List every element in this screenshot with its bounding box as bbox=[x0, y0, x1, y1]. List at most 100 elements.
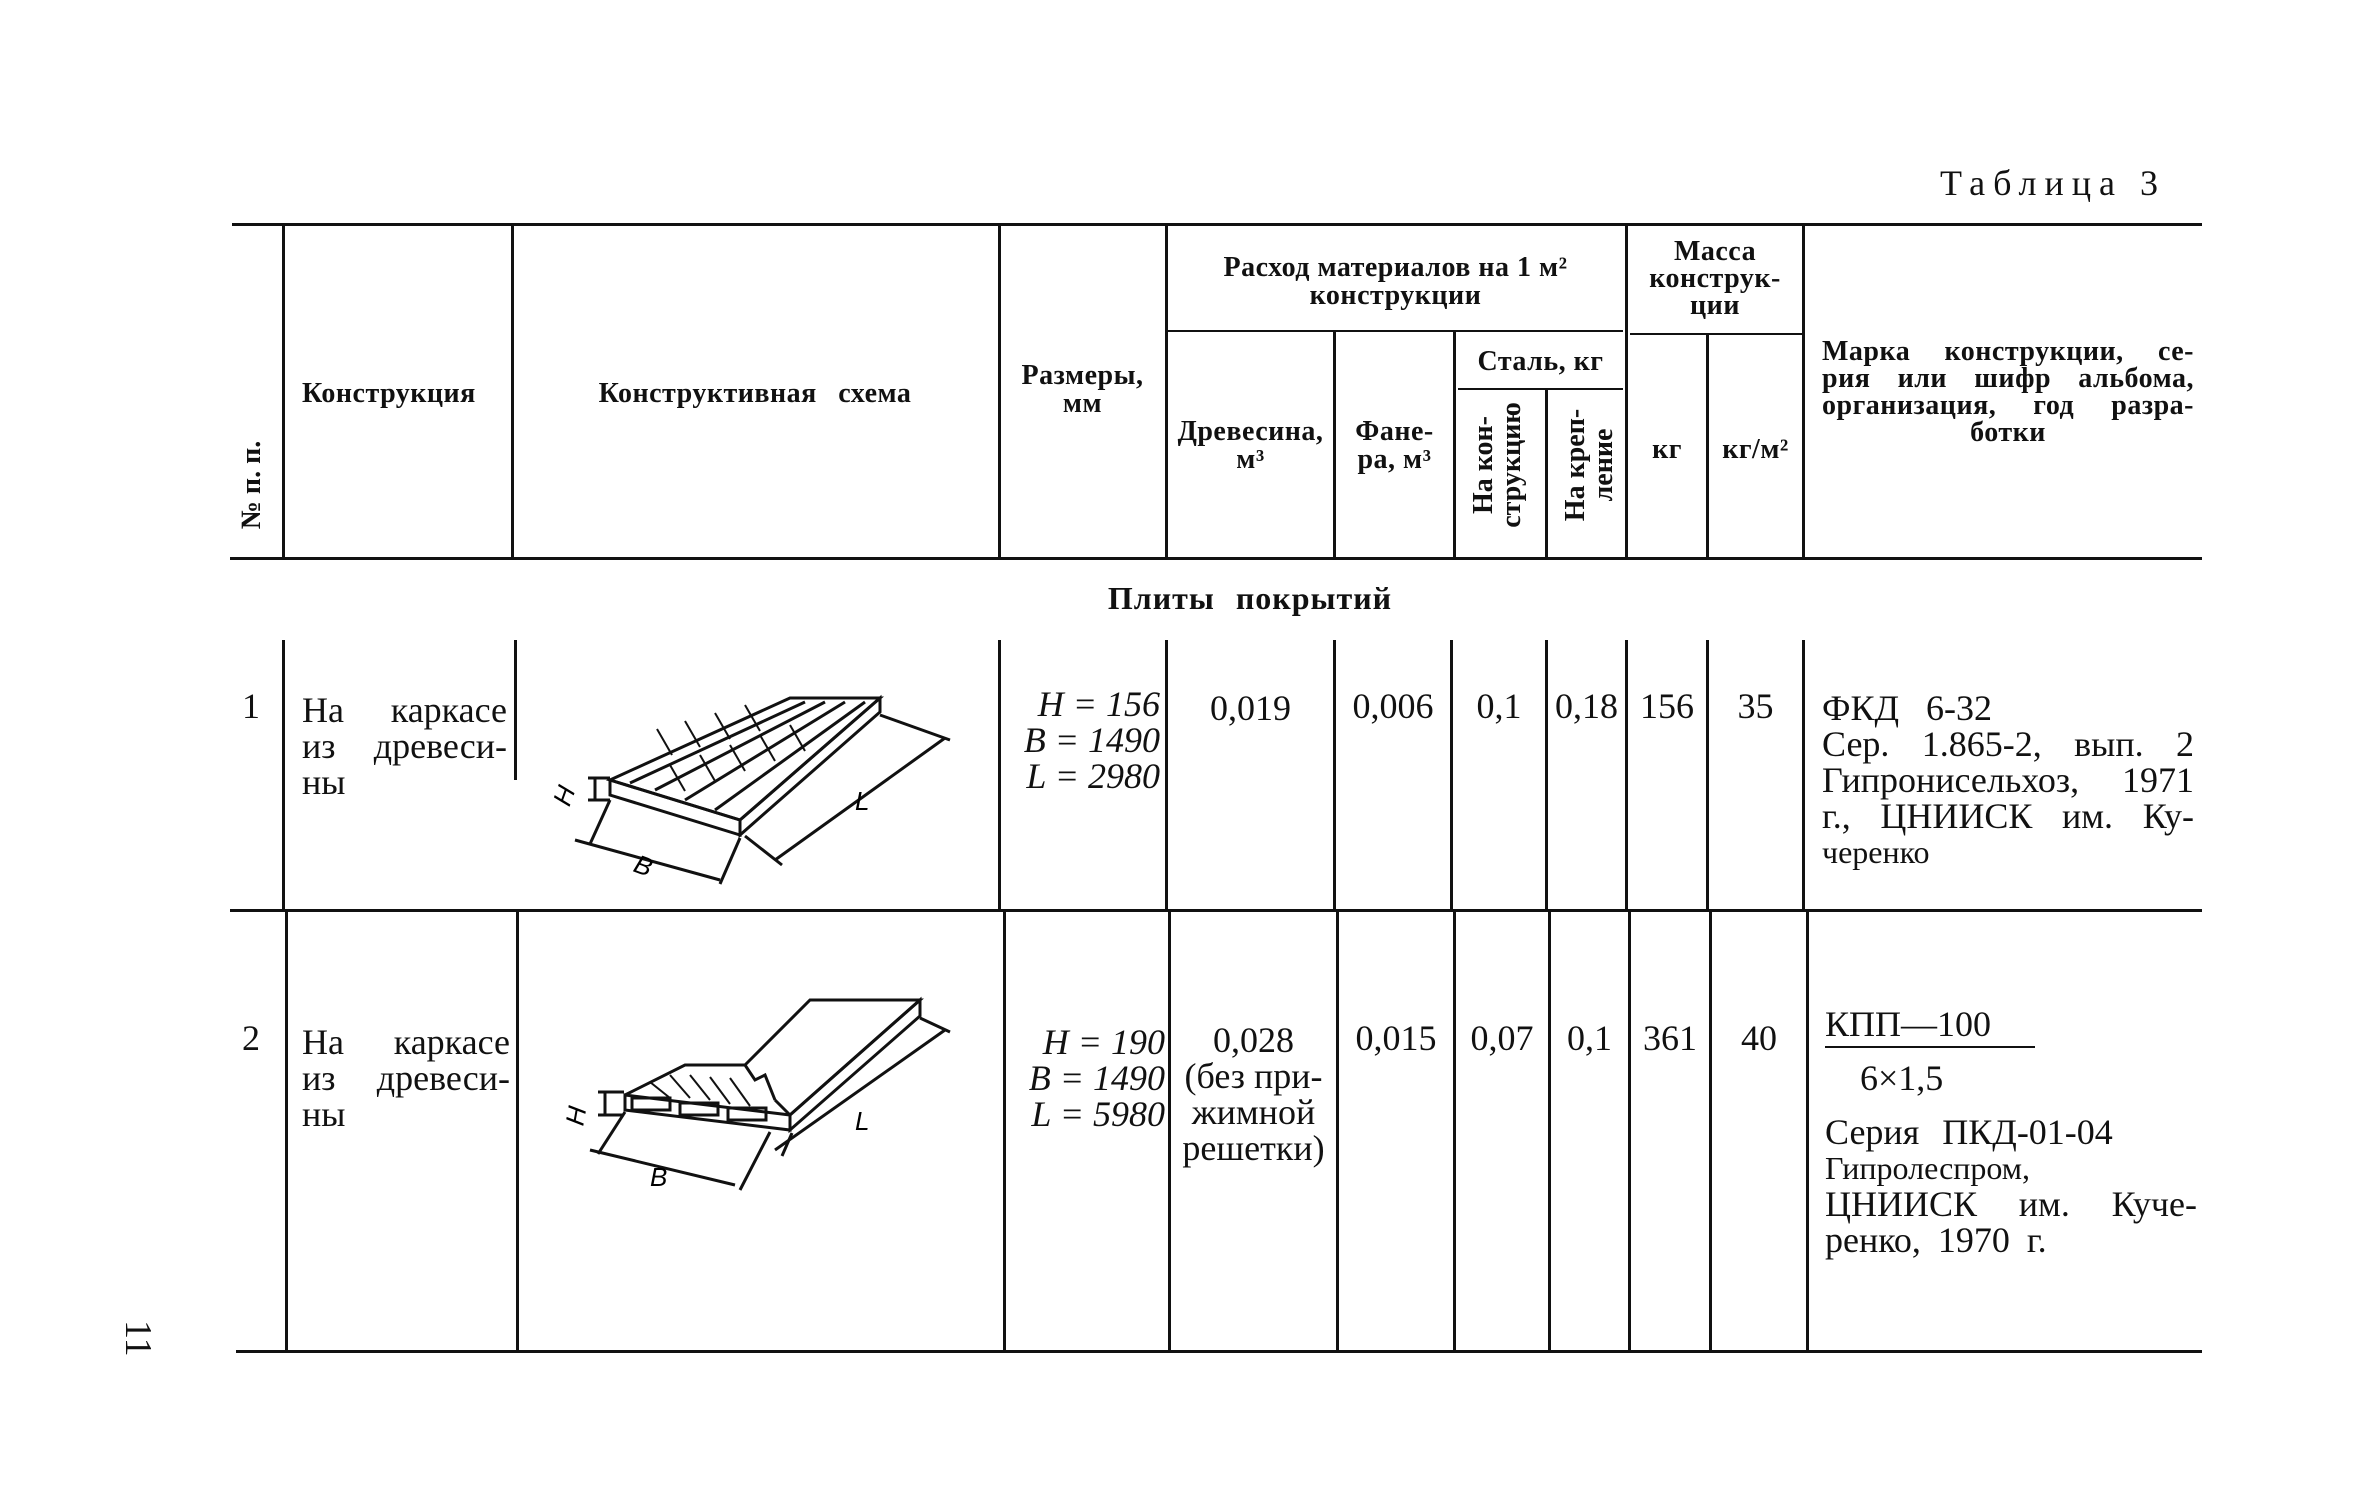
header-mass-2: конструк- bbox=[1649, 263, 1781, 294]
header-num: № п. п. bbox=[236, 440, 267, 530]
col-divider bbox=[1802, 226, 1805, 557]
row1-brand-1: ФКД 6-32 bbox=[1822, 688, 1992, 728]
row2-col-divider bbox=[1003, 912, 1006, 1350]
header-scheme: Конструктивная схема bbox=[598, 378, 912, 409]
table-bottom-rule bbox=[236, 1350, 2202, 1353]
row1-dim-l: L = 2980 bbox=[1026, 756, 1160, 796]
row1-brand-3: Гипронисельхоз, 1971 bbox=[1822, 760, 2194, 800]
row2-brand-4: ренко, 1970 г. bbox=[1825, 1220, 2047, 1260]
header-dimensions-2: мм bbox=[1062, 388, 1103, 419]
row2-col-divider bbox=[1168, 912, 1171, 1350]
row2-col-divider bbox=[516, 912, 519, 1350]
row2-wood-note-3: решетки) bbox=[1182, 1128, 1325, 1168]
col-divider bbox=[1625, 226, 1628, 557]
col-divider bbox=[1706, 335, 1709, 557]
row2-col-divider bbox=[1628, 912, 1631, 1350]
row2-scheme-label-h: H bbox=[559, 1104, 592, 1128]
header-mass-3: ции bbox=[1690, 290, 1740, 321]
col-divider bbox=[1545, 390, 1548, 557]
header-consumption-1: Расход материалов на 1 м² bbox=[1223, 252, 1568, 283]
row2-scheme-label-b: B bbox=[650, 1162, 667, 1192]
row1-construction-1: На каркасе bbox=[302, 690, 507, 730]
row1-scheme-label-l: L bbox=[855, 786, 869, 816]
row1-scheme-drawing: H B L bbox=[547, 694, 951, 885]
row2-brand-1: Серия ПКД-01-04 bbox=[1825, 1112, 2113, 1152]
row2-construction-3: ны bbox=[302, 1094, 346, 1134]
row2-steel-fastening: 0,1 bbox=[1567, 1018, 1612, 1058]
row2-scheme-label-l: L bbox=[855, 1106, 869, 1136]
consumption-sub-rule bbox=[1168, 330, 1623, 332]
row2-wood: 0,028 bbox=[1213, 1020, 1294, 1060]
table-top-rule bbox=[232, 223, 2202, 226]
header-steel: Сталь, кг bbox=[1477, 346, 1604, 377]
header-mass-1: Масса bbox=[1673, 236, 1757, 267]
row2-col-divider bbox=[1548, 912, 1551, 1350]
mass-sub-rule bbox=[1630, 333, 1802, 335]
header-consumption-2: конструкции bbox=[1309, 280, 1482, 311]
header-steel-construction: На кон- струкцию bbox=[1468, 402, 1527, 528]
row2-dim-l: L = 5980 bbox=[1031, 1094, 1165, 1134]
row1-wood: 0,019 bbox=[1210, 688, 1291, 728]
row2-construction-2: из древеси- bbox=[302, 1058, 510, 1098]
row1-col-divider bbox=[282, 640, 285, 909]
steel-sub-rule bbox=[1458, 388, 1623, 390]
row1-dim-b: B = 1490 bbox=[1023, 720, 1160, 760]
row1-brand-5: черенко bbox=[1822, 834, 1930, 870]
row2-col-divider bbox=[285, 912, 288, 1350]
row1-plywood: 0,006 bbox=[1352, 686, 1434, 726]
col-divider bbox=[1453, 332, 1456, 557]
row1-steel-construction: 0,1 bbox=[1476, 686, 1522, 726]
header-brand-4: ботки bbox=[1970, 417, 2046, 448]
row2-construction-1: На каркасе bbox=[302, 1022, 510, 1062]
row2-wood-note-1: (без при- bbox=[1184, 1056, 1323, 1096]
row1-construction-2: из древеси- bbox=[302, 726, 507, 766]
row2-steel-construction: 0,07 bbox=[1470, 1018, 1534, 1058]
header-kg-m2: кг/м² bbox=[1722, 434, 1789, 465]
row2-plywood: 0,015 bbox=[1355, 1018, 1437, 1058]
row2-col-divider bbox=[1709, 912, 1712, 1350]
section-title: Плиты покрытий bbox=[1107, 580, 1393, 616]
row1-col-divider bbox=[998, 640, 1001, 909]
row1-steel-fastening: 0,18 bbox=[1555, 686, 1618, 726]
header-steel-fastening: На креп- ление bbox=[1560, 408, 1619, 522]
row2-brand-numerator: КПП—100 bbox=[1825, 1004, 1992, 1044]
page-number: 11 bbox=[117, 1320, 159, 1357]
row2-col-divider bbox=[1336, 912, 1339, 1350]
header-bottom-rule bbox=[230, 557, 2202, 560]
col-divider bbox=[1165, 226, 1168, 557]
row2-brand-2: Гипролеспром, bbox=[1825, 1150, 2031, 1186]
row-divider bbox=[230, 909, 2202, 912]
table-title: Таблица 3 bbox=[1940, 163, 2166, 203]
header-brand-1: Марка конструкции, се- bbox=[1822, 336, 2194, 367]
header-construction: Конструкция bbox=[302, 378, 476, 409]
row2-num: 2 bbox=[242, 1018, 260, 1058]
row2-dim-h: H = 190 bbox=[1042, 1022, 1165, 1062]
row2-brand-3: ЦНИИСК им. Куче- bbox=[1825, 1184, 2197, 1224]
header-brand-3: организация, год разра- bbox=[1822, 390, 2194, 421]
row1-brand-4: г., ЦНИИСК им. Ку- bbox=[1822, 796, 2194, 836]
row1-scheme-label-b: B bbox=[630, 848, 657, 882]
row2-brand-fraction-bar bbox=[1825, 1046, 2035, 1048]
row1-mass-kg-m2: 35 bbox=[1737, 686, 1774, 726]
row1-scheme-label-h: H bbox=[547, 781, 582, 809]
row1-col-divider bbox=[1802, 640, 1805, 909]
row2-brand-denominator: 6×1,5 bbox=[1860, 1058, 1944, 1098]
row1-col-divider bbox=[1625, 640, 1628, 909]
header-plywood-2: ра, м³ bbox=[1357, 444, 1432, 475]
header-brand-2: рия или шифр альбома, bbox=[1822, 363, 2194, 394]
row1-col-divider bbox=[514, 640, 517, 780]
col-divider bbox=[282, 226, 285, 557]
row2-mass-kg-m2: 40 bbox=[1741, 1018, 1777, 1058]
row1-brand-2: Сер. 1.865-2, вып. 2 bbox=[1822, 724, 2194, 764]
row2-dim-b: B = 1490 bbox=[1028, 1058, 1165, 1098]
header-plywood-1: Фане- bbox=[1355, 416, 1434, 447]
col-divider bbox=[511, 226, 514, 557]
row1-num: 1 bbox=[242, 686, 260, 726]
row1-col-divider bbox=[1706, 640, 1709, 909]
header-wood-1: Древесина, bbox=[1177, 416, 1324, 447]
row2-wood-note-2: жимной bbox=[1191, 1092, 1316, 1132]
row1-mass-kg: 156 bbox=[1640, 686, 1694, 726]
row2-mass-kg: 361 bbox=[1643, 1018, 1697, 1058]
row2-scheme-drawing: H B L bbox=[559, 996, 951, 1192]
row1-dim-h: H = 156 bbox=[1037, 684, 1160, 724]
